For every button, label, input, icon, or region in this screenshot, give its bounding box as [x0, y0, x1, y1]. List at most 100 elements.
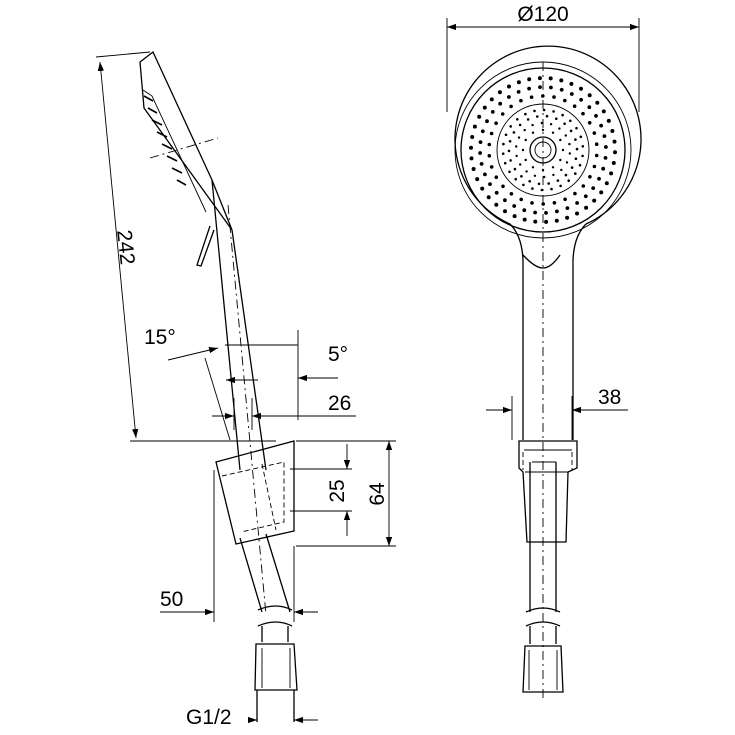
nozzle-dot [552, 173, 555, 177]
nozzle-dot [603, 156, 608, 160]
nozzle-dot [548, 76, 553, 81]
nozzle-dot [561, 148, 565, 152]
nozzle-dot [489, 97, 494, 102]
dim-25-label: 25 [326, 479, 349, 502]
nozzle-dot [530, 201, 534, 205]
nozzle-dot [559, 78, 564, 83]
nozzle-dot [509, 192, 514, 196]
side-nut [254, 643, 298, 691]
nozzle-dot [592, 198, 597, 203]
nozzle-dot [487, 154, 492, 158]
nozzle-dot [592, 164, 597, 169]
dim-15deg: 15° [144, 326, 231, 441]
nozzle-dot [503, 161, 507, 165]
side-nozzles [143, 95, 187, 186]
nozzle-dot [522, 183, 525, 187]
front-bracket-hidden [522, 452, 573, 470]
nozzle-dot [601, 109, 606, 114]
dim-26-label: 26 [328, 392, 351, 415]
nozzle-dot [533, 109, 536, 113]
nozzle-dot [489, 165, 494, 169]
nozzle-dot [613, 150, 617, 155]
dim-thread-label: G1/2 [186, 706, 232, 729]
nozzle-dot [597, 176, 601, 181]
nozzle-dot [599, 190, 604, 195]
nozzle-dot [549, 85, 553, 90]
nozzle-dot [524, 112, 527, 116]
front-hose-lower [529, 626, 557, 644]
nozzle-dot [508, 140, 512, 143]
nozzle-dot [579, 86, 583, 91]
nozzle-dot [469, 156, 474, 161]
nozzle-dot [541, 128, 545, 132]
nozzle-dot [544, 211, 548, 215]
nozzle-dot [507, 149, 511, 153]
nozzle-dot [568, 142, 571, 146]
nozzle-dot [545, 114, 549, 118]
dim-diameter: Ø120 [446, 3, 640, 112]
nozzle-dot [588, 175, 592, 179]
nozzle-dot [503, 198, 507, 203]
nozzle-dot [537, 182, 541, 186]
nozzle-dot [565, 206, 570, 211]
nozzle-dot [578, 163, 582, 167]
nozzle-dot [494, 175, 499, 179]
nozzle-dot [526, 118, 530, 121]
dim-64-label: 64 [366, 482, 389, 506]
nozzle-dot [497, 90, 502, 95]
nozzle-dot [478, 151, 482, 155]
nozzle-dot [512, 131, 516, 134]
nozzle-dot [594, 153, 599, 158]
nozzle-dot [552, 110, 555, 113]
side-hose-break [257, 605, 293, 627]
nozzle-dot [570, 166, 574, 169]
nozzle-dot [594, 114, 598, 118]
nozzle-dot [551, 131, 555, 134]
dim-5deg: 5° [225, 330, 348, 420]
nozzle-dot [573, 191, 577, 196]
nozzle-dot [516, 80, 521, 85]
nozzle-dot [587, 93, 592, 98]
nozzle-dot [555, 209, 559, 214]
nozzle-dot [559, 87, 564, 92]
nozzle-dot [501, 184, 505, 189]
side-nut-inner [261, 648, 291, 688]
front-nut [522, 645, 564, 693]
nozzle-dot [531, 166, 535, 169]
nozzle-dot [527, 77, 532, 82]
nozzle-dot [503, 209, 507, 214]
nozzle-dot [514, 177, 517, 181]
nozzle-dot [531, 123, 534, 127]
nozzle-dot [536, 115, 539, 118]
nozzle-dot [483, 172, 487, 177]
nozzle-dot [485, 119, 489, 124]
nozzle-dot [522, 208, 527, 213]
nozzle-dot [612, 139, 617, 144]
nozzle-dot [559, 184, 562, 188]
nozzle-dot [594, 142, 599, 146]
nozzle-dot [522, 217, 527, 222]
nozzle-dot [525, 170, 528, 173]
nozzle-dot [579, 97, 583, 102]
nozzle-dot [581, 111, 585, 116]
nozzle-dot [592, 131, 597, 135]
nozzle-dot [527, 86, 531, 91]
nozzle-dot [551, 166, 555, 169]
front-nut-inner [528, 650, 558, 690]
dim-15deg-label: 15° [144, 326, 176, 349]
nozzle-dot [524, 138, 527, 142]
nozzle-dot [482, 105, 487, 110]
front-neck [509, 223, 587, 440]
nozzle-dot [574, 157, 578, 160]
side-hose-lower [261, 626, 289, 642]
nozzle-dot [480, 186, 485, 191]
nozzle-dot [528, 180, 531, 183]
nozzle-dot [559, 158, 562, 162]
nozzle-dot [575, 201, 579, 205]
nozzle-dot [478, 140, 483, 145]
dim-64: 64 [296, 440, 396, 547]
nozzle-dot [524, 158, 527, 162]
nozzle-dot [563, 122, 566, 125]
side-view: 242 15° 5° 26 [95, 50, 396, 729]
dim-242: 242 [95, 51, 276, 442]
